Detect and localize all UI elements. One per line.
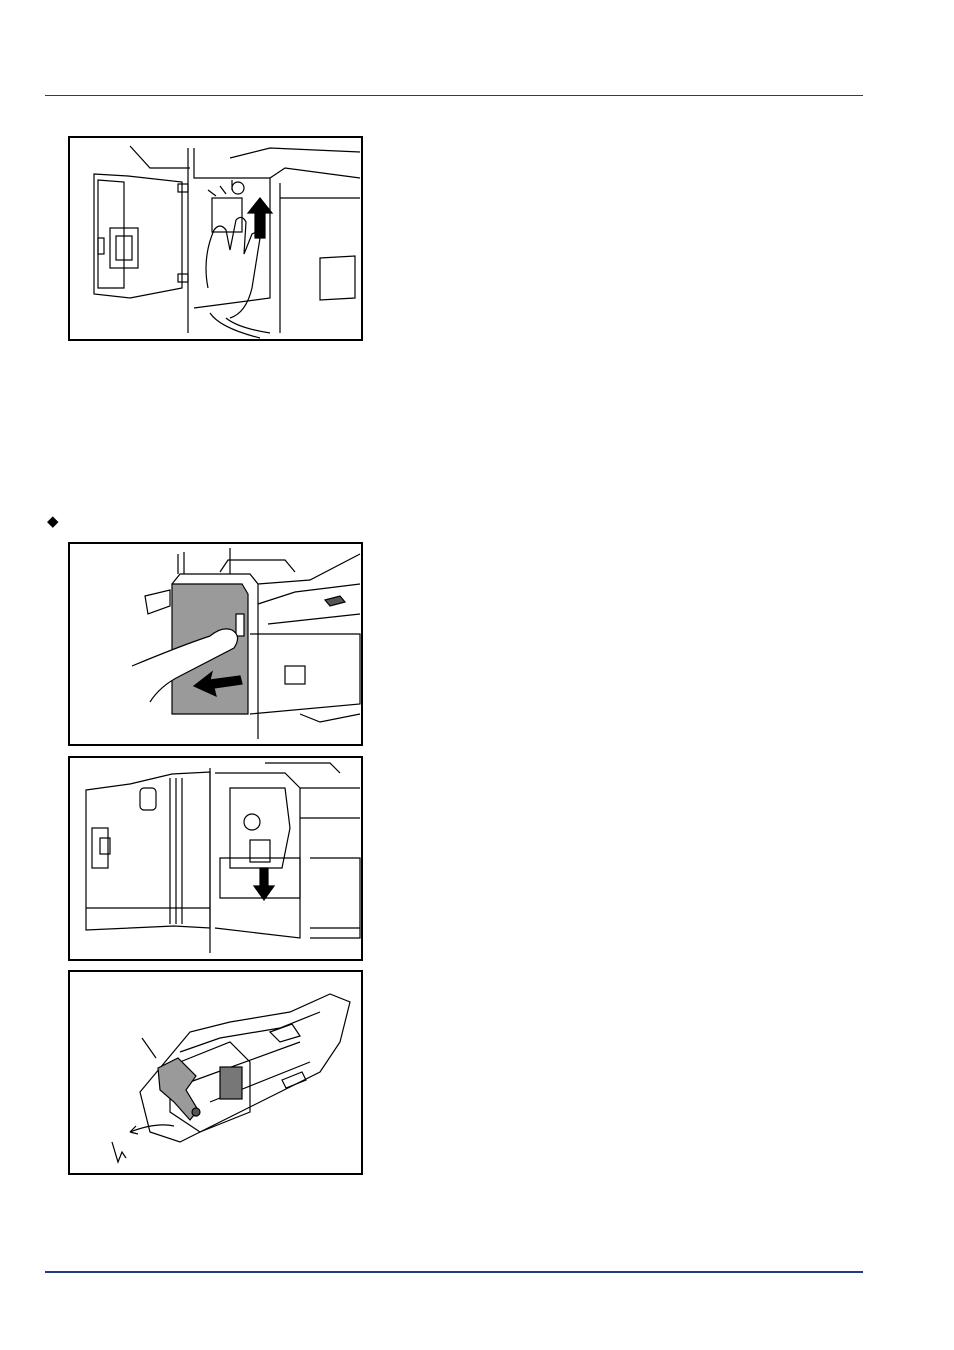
footer-rule	[45, 1271, 863, 1273]
open-finisher-cover-illustration	[68, 542, 363, 746]
insert-staple-cartridge-illustration	[68, 136, 363, 341]
bullet-icon: ◆	[47, 514, 59, 529]
remove-staple-cartridge-illustration	[68, 756, 363, 961]
staple-cartridge-release-illustration	[68, 970, 363, 1175]
header-rule	[45, 95, 863, 96]
